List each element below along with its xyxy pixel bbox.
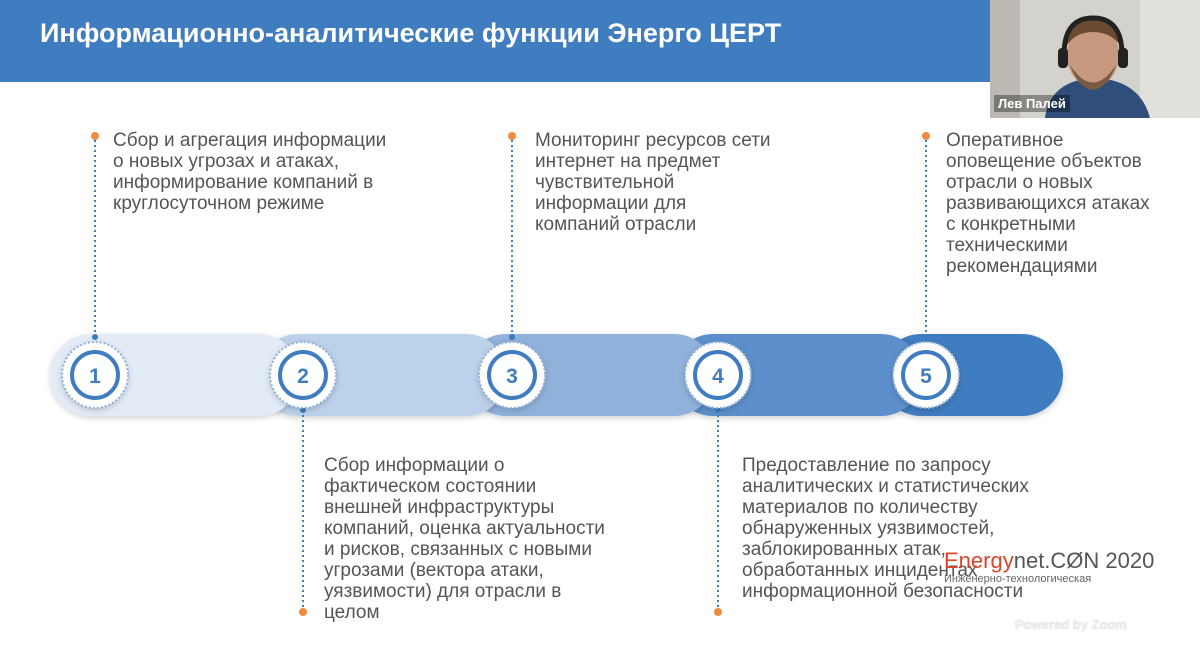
step-number-1: 1 xyxy=(89,365,101,388)
powered-by-zoom: Powered by Zoom xyxy=(1015,617,1127,632)
step-circle-2: 2 xyxy=(269,341,337,409)
bullet-dot-2 xyxy=(299,608,307,616)
anchor-dot-3 xyxy=(509,334,515,340)
step-text-3: Мониторинг ресурсов сети интернет на пре… xyxy=(535,130,771,235)
bullet-dot-5 xyxy=(922,132,930,140)
step-circle-5: 5 xyxy=(892,341,960,409)
brand-title-red: Energy xyxy=(944,548,1014,573)
step-circle-1: 1 xyxy=(61,341,129,409)
step-circle-3: 3 xyxy=(478,341,546,409)
participant-video-image xyxy=(990,0,1200,118)
anchor-dot-5 xyxy=(923,334,929,340)
brand-logo: Energynet.CØN 2020 Инженерно-технологиче… xyxy=(944,548,1154,585)
bullet-dot-3 xyxy=(508,132,516,140)
slide-header: Информационно-аналитические функции Энер… xyxy=(0,0,990,82)
step-number-5: 5 xyxy=(920,365,932,388)
brand-title-main: net.CØN 2020 xyxy=(1013,548,1155,573)
bullet-dot-4 xyxy=(714,608,722,616)
participant-video[interactable]: Лев Палей xyxy=(990,0,1200,118)
step-circle-4: 4 xyxy=(684,341,752,409)
anchor-dot-1 xyxy=(92,334,98,340)
step-text-4: Предоставление по запросу аналитических … xyxy=(742,455,1029,602)
step-number-3: 3 xyxy=(506,365,518,388)
step-text-5: Оперативное оповещение объектов отрасли … xyxy=(946,130,1150,277)
bullet-dot-1 xyxy=(91,132,99,140)
slide-title: Информационно-аналитические функции Энер… xyxy=(40,18,782,48)
participant-name: Лев Палей xyxy=(994,95,1070,112)
step-text-2: Сбор информации о фактическом состоянии … xyxy=(324,455,605,623)
step-number-4: 4 xyxy=(712,365,724,388)
brand-title: Energynet.CØN 2020 xyxy=(944,548,1154,574)
step-number-2: 2 xyxy=(297,365,309,388)
step-text-1: Сбор и агрегация информации о новых угро… xyxy=(113,130,387,214)
brand-subtitle: Инженерно-технологическая xyxy=(944,573,1092,585)
